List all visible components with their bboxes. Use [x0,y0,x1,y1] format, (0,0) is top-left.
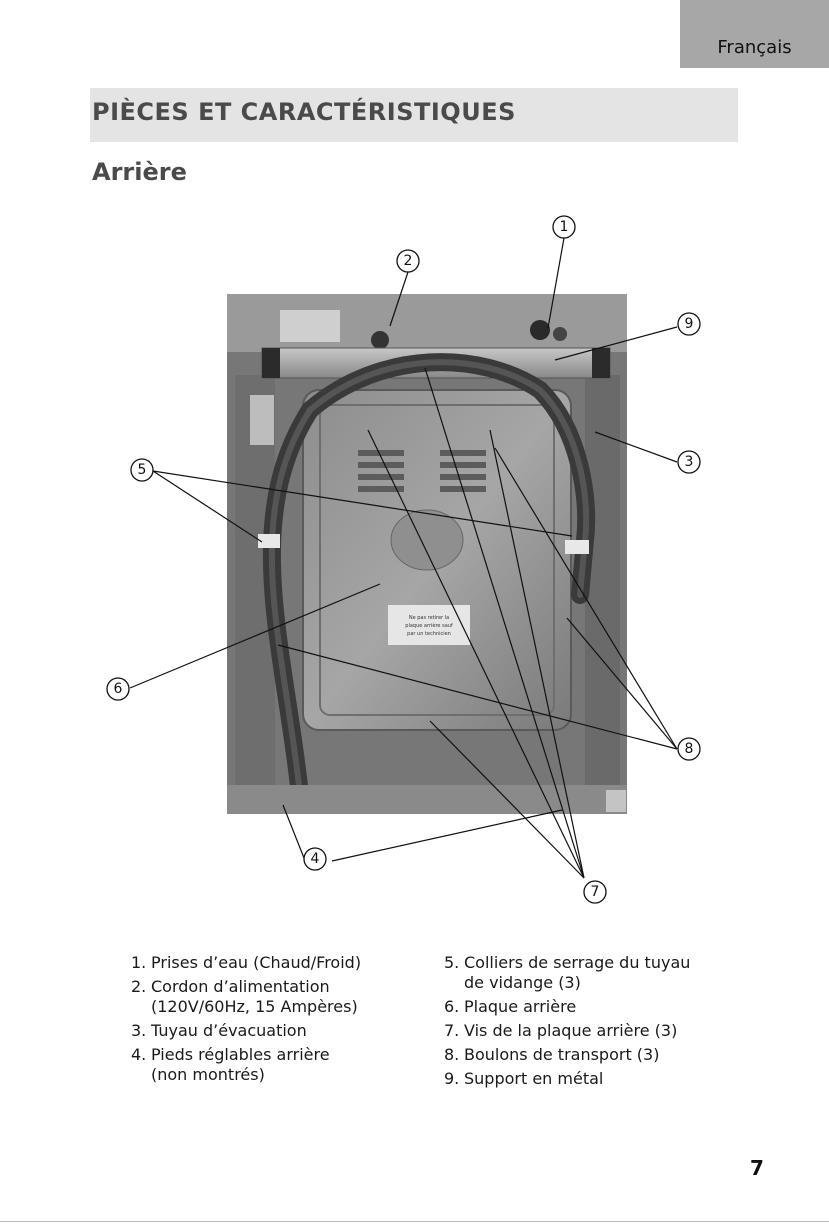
legend-item-number: 2. [131,977,147,996]
parts-legend-left: 1.Prises d’eau (Chaud/Froid) 2.Cordon d’… [131,953,411,1089]
legend-item-text: Pieds réglables arrière (non montrés) [151,1045,330,1084]
legend-item: 3.Tuyau d’évacuation [131,1021,411,1041]
legend-item: 5.Colliers de serrage du tuyau de vidang… [444,953,744,993]
legend-item-text: Cordon d’alimentation (120V/60Hz, 15 Amp… [151,977,358,1016]
legend-item-text: Vis de la plaque arrière (3) [464,1021,678,1040]
callouts: 1 2 3 4 5 6 7 8 9 [106,215,701,904]
legend-item: 8.Boulons de transport (3) [444,1045,744,1065]
callout-1: 1 [552,215,576,239]
callout-3-label: 3 [685,454,694,470]
legend-item-number: 8. [444,1045,460,1064]
legend-item: 9.Support en métal [444,1069,744,1089]
hose-clamp-right [565,540,589,554]
callout-4: 4 [303,847,327,871]
legend-item-text: Colliers de serrage du tuyau de vidange … [464,953,691,992]
callout-1-label: 1 [560,219,569,235]
callout-8-label: 8 [685,741,694,757]
callout-9: 9 [677,312,701,336]
legend-item-text: Support en métal [464,1069,604,1088]
warning-label [250,395,274,445]
service-label-line-2: plaque arrière sauf [405,622,453,629]
page-number: 7 [750,1156,764,1180]
legend-item: 1.Prises d’eau (Chaud/Froid) [131,953,411,973]
hose-clamp-left [258,534,280,548]
appliance-photo: Ne pas retirer la plaque arrière sauf pa… [227,294,627,814]
callout-9-label: 9 [685,316,694,332]
right-side-frame [585,375,620,795]
legend-item-text: Boulons de transport (3) [464,1045,660,1064]
section-header-bar [90,88,738,142]
callout-4-label: 4 [311,851,320,867]
callout-6: 6 [106,677,130,701]
legend-item: 2.Cordon d’alimentation (120V/60Hz, 15 A… [131,977,411,1017]
callout-2-label: 2 [404,253,413,269]
legend-item-number: 4. [131,1045,147,1064]
callout-6-label: 6 [114,681,123,697]
callout-5: 5 [130,458,154,482]
legend-item-text: Plaque arrière [464,997,577,1016]
legend-item: 7.Vis de la plaque arrière (3) [444,1021,744,1041]
legend-item: 4.Pieds réglables arrière (non montrés) [131,1045,411,1085]
legend-item-text: Tuyau d’évacuation [151,1021,307,1040]
water-inlet [530,320,550,340]
callout-8: 8 [677,737,701,761]
legend-item-number: 9. [444,1069,460,1088]
language-tab: Français [680,0,829,68]
callout-2: 2 [396,249,420,273]
service-label-line-3: par un technicien [407,631,451,637]
legend-item-number: 6. [444,997,460,1016]
legend-item-number: 5. [444,953,460,972]
service-label [388,605,470,645]
legend-item: 6.Plaque arrière [444,997,744,1017]
base [227,785,627,814]
dishwasher-rear-figure: Ne pas retirer la plaque arrière sauf pa… [106,215,701,904]
section-title: PIÈCES ET CARACTÉRISTIQUES [92,98,516,126]
power-cord-entry [371,331,389,349]
callout-5-label: 5 [138,462,147,478]
rating-label [280,310,340,342]
legend-item-number: 7. [444,1021,460,1040]
parts-legend-right: 5.Colliers de serrage du tuyau de vidang… [444,953,744,1093]
legend-item-text: Prises d’eau (Chaud/Froid) [151,953,362,972]
callout-7: 7 [583,880,607,904]
callout-7-label: 7 [591,884,600,900]
back-plate-dome [390,509,464,571]
legend-item-number: 1. [131,953,147,972]
service-label-line-1: Ne pas retirer la [409,615,449,621]
subsection-title: Arrière [92,158,187,186]
legend-item-number: 3. [131,1021,147,1040]
leader-lines [129,237,678,879]
bottom-divider [0,1221,829,1222]
callout-3: 3 [677,450,701,474]
